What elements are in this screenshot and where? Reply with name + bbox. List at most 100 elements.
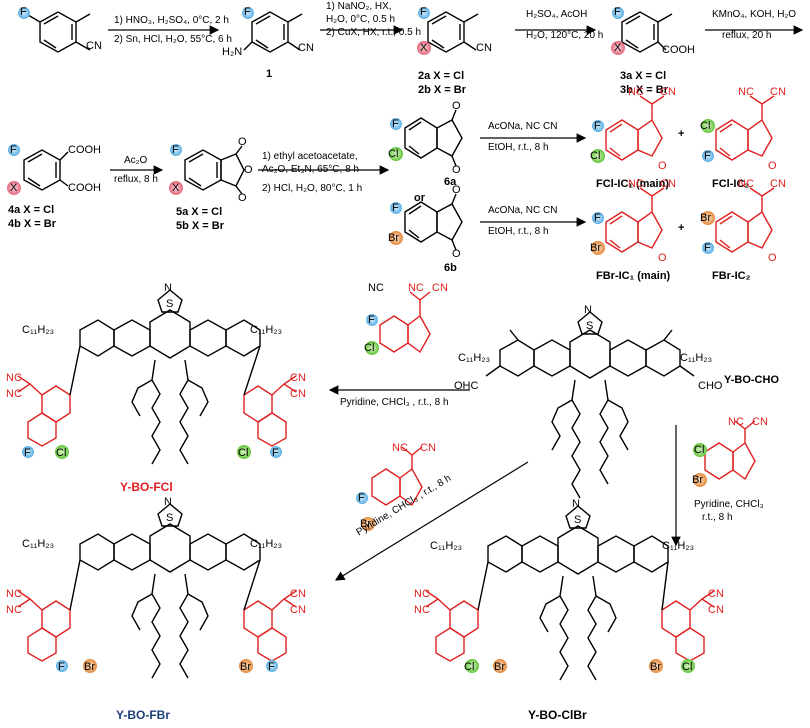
c11h23-fcl-left: C₁₁H₂₃	[22, 324, 55, 336]
step6-line3: 2) HCl, H₂O, 80°C, 1 h	[262, 183, 363, 194]
atom-cooh-3: COOH	[662, 44, 695, 56]
atom-br-clbr-a: Br	[494, 661, 505, 673]
step1-conditions: 1) HNO₃, H₂SO₄, 0°C, 2 h 2) Sn, HCl, H₂O…	[114, 14, 232, 46]
reagent-clbr-ic	[693, 420, 756, 487]
ybo-fcl-structure	[17, 289, 297, 465]
cho-label: CHO	[698, 380, 723, 392]
ybo-cho-structure	[485, 311, 695, 499]
c11h23-clbr-right: C₁₁H₂₃	[662, 540, 695, 552]
atom-f-fcl2: F	[704, 150, 711, 162]
atom-br-rg3: Br	[692, 474, 703, 486]
step7-line1: AcONa,	[488, 121, 524, 132]
cpd4b-label: 4b X = Br	[8, 218, 56, 230]
atom-nc-fcl1: NC	[628, 86, 644, 98]
atom-cn-rg1: CN	[432, 282, 448, 294]
step2-line3: 2) CuX, HX, r.t., 0.5 h	[326, 27, 422, 38]
atom-br-rg2: Br	[360, 518, 371, 530]
cpd4a-label: 4a X = Cl	[8, 204, 55, 216]
atom-cn-fbr1: CN	[660, 178, 676, 190]
atom-f-3: F	[614, 6, 621, 18]
atom-nc-fbr2: NC	[738, 178, 754, 190]
c11h23-fbr-left: C₁₁H₂₃	[22, 538, 55, 550]
atom-nc-fcl-l: NC	[6, 372, 22, 384]
atom-o-6a2: O	[452, 164, 461, 176]
atom-cn-clbr-r2: CN	[708, 604, 724, 616]
atom-cn-rg3: CN	[752, 416, 768, 428]
atom-f-6b: F	[392, 202, 399, 214]
c11h23-cho-left: C₁₁H₂₃	[458, 352, 491, 364]
step4-line2: reflux, 20 h	[722, 30, 772, 41]
atom-h2n: H₂N	[222, 46, 243, 58]
atom-o-5a: O	[238, 136, 247, 148]
atom-n-fcl: N	[164, 282, 172, 294]
atom-nc-fcl2: NC	[738, 86, 754, 98]
ohc-label: OHC	[454, 380, 479, 392]
step8-line2: EtOH, r.t., 8 h	[488, 226, 549, 237]
atom-cn-fcl1: CN	[660, 86, 676, 98]
atom-f-4: F	[10, 144, 17, 156]
atom-nc-fbr1: NC	[628, 178, 644, 190]
step5-conditions: Ac₂O reflux, 8 h	[114, 154, 158, 186]
atom-o-6b1: O	[452, 184, 461, 196]
atom-x-2: X	[420, 42, 428, 54]
atom-s-fcl: S	[166, 298, 174, 310]
atom-cn-2: CN	[476, 42, 492, 54]
cpd6b-label: 6b	[444, 262, 457, 274]
cpd6a-structure	[389, 109, 463, 167]
atom-cl-rg1: Cl	[364, 342, 375, 354]
atom-cn-fbr2: CN	[770, 178, 786, 190]
ybo-cho-label: Y-BO-CHO	[724, 374, 779, 386]
atom-nc-rg1b: NC	[408, 282, 424, 294]
step2-line1: 1) NaNO₂, HX,	[326, 1, 392, 12]
step5-line2: reflux, 8 h	[114, 174, 158, 185]
step5-line1: Ac₂O	[124, 155, 148, 166]
fcl-ic1-structure	[591, 95, 665, 163]
atom-nc-clbr-l2: NC	[414, 604, 430, 616]
atom-cn: CN	[86, 40, 102, 52]
atom-f-fcl-a: F	[24, 447, 31, 459]
step3-line2: H₂O, 120°C, 20 h	[526, 30, 604, 41]
atom-o-fcl1: O	[658, 160, 667, 172]
step8-cn: CN	[543, 205, 558, 216]
step6-line2: Ac₂O, Et₃N, 65°C, 8 h	[262, 164, 359, 175]
step7-line2: EtOH, r.t., 8 h	[488, 142, 549, 153]
atom-cn-fcl2: CN	[770, 86, 786, 98]
step2-line2: H₂O, 0°C, 0.5 h	[326, 14, 396, 25]
step8-line1: AcONa,	[488, 205, 524, 216]
fcl-ic2-structure	[701, 95, 775, 162]
step4-conditions: KMnO₄, KOH, H₂O reflux, 20 h	[712, 8, 796, 42]
atom-nc-rg1: NC	[368, 282, 384, 294]
atom-o-5b: O	[244, 164, 253, 176]
atom-n-fbr: N	[164, 496, 172, 508]
atom-cl-rg3: Cl	[694, 444, 705, 456]
or-label: or	[414, 192, 425, 204]
atom-s-clbr: S	[574, 514, 582, 526]
cond-right: Pyridine, CHCl₃ r.t., 8 h	[694, 498, 764, 524]
atom-f-6a: F	[392, 118, 399, 130]
fbr-ic1-label: FBr-IC₁ (main)	[596, 270, 671, 282]
atom-n-clbr: N	[572, 498, 580, 510]
cpd2a-label: 2a X = Cl	[418, 70, 465, 82]
cpd3a-label: 3a X = Cl	[620, 70, 667, 82]
cpd2b-label: 2b X = Br	[418, 84, 466, 96]
atom-f-rg2: F	[358, 492, 365, 504]
c11h23-fcl-right: C₁₁H₂₃	[250, 324, 283, 336]
ybo-fbr-structure	[17, 503, 297, 679]
atom-cooh-4b: COOH	[68, 182, 101, 194]
atom-nc-rg3: NC	[728, 416, 744, 428]
fbr-ic1-structure	[591, 187, 665, 255]
plus-2: +	[678, 222, 685, 234]
atom-n-cho: N	[584, 304, 592, 316]
atom-nc-fbr-l2: NC	[6, 604, 22, 616]
fcl-ic2-label: FCl-IC₂	[712, 178, 750, 190]
atom-nc-fbr-l: NC	[6, 588, 22, 600]
reagent-fcl-ic	[365, 291, 431, 355]
step1-line2: 2) Sn, HCl, H₂O, 55°C, 6 h	[114, 34, 232, 45]
reagent-fbr-ic	[356, 446, 423, 531]
arrow-to-fbr	[334, 461, 529, 581]
atom-cl-fcl-b: Cl	[238, 447, 249, 459]
fbr-ic2-label: FBr-IC₂	[712, 270, 751, 282]
atom-s-fbr: S	[166, 512, 174, 524]
step8-nc: NC	[525, 205, 541, 216]
atom-cl-fcl2: Cl	[700, 120, 711, 132]
